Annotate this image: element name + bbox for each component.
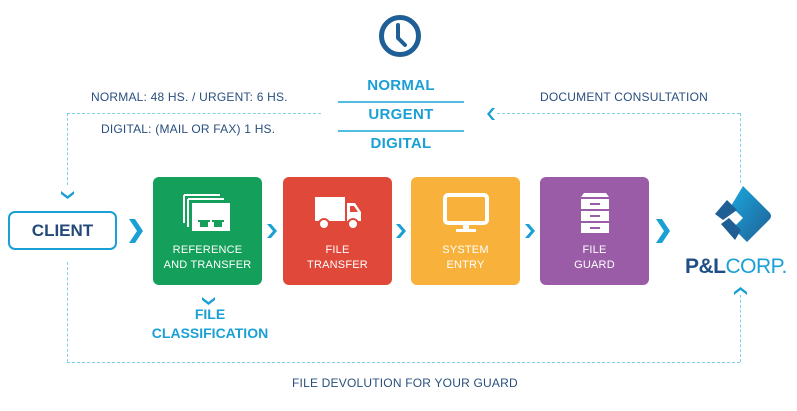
pl-corp-logo-text: P&LCORP. bbox=[685, 255, 787, 279]
step-label: REFERENCE AND TRANSFER bbox=[153, 243, 262, 273]
step-reference-and-transfer: REFERENCE AND TRANSFER bbox=[153, 177, 262, 285]
step-label: SYSTEM ENTRY bbox=[411, 243, 520, 273]
dashed-connector-top-right bbox=[497, 113, 740, 114]
step-label-line: TRANSFER bbox=[307, 259, 368, 271]
step-file-guard: FILE GUARD bbox=[540, 177, 649, 285]
option-normal: NORMAL bbox=[367, 77, 435, 94]
step-label-line: REFERENCE bbox=[172, 244, 243, 256]
client-label: CLIENT bbox=[31, 220, 94, 240]
clock-icon bbox=[378, 14, 422, 58]
classification-line: CLASSIFICATION bbox=[151, 325, 269, 341]
step-label-line: GUARD bbox=[574, 259, 615, 271]
option-urgent: URGENT bbox=[368, 106, 434, 123]
chevron-right-icon bbox=[656, 219, 670, 248]
step-label-line: SYSTEM bbox=[442, 244, 489, 256]
logo-text-pl: P&L bbox=[685, 255, 726, 278]
dashed-connector-left-down bbox=[67, 113, 68, 185]
chevron-right-icon bbox=[525, 224, 535, 243]
truck-icon bbox=[283, 191, 392, 235]
chevron-right-icon bbox=[267, 224, 277, 243]
chevron-left-icon bbox=[487, 107, 496, 126]
step-label-line: ENTRY bbox=[446, 259, 485, 271]
chevron-up-icon bbox=[733, 283, 748, 301]
classification-line: FILE bbox=[194, 306, 226, 322]
divider bbox=[338, 130, 464, 132]
client-box: CLIENT bbox=[8, 211, 117, 250]
times-caption-digital: DIGITAL: (MAIL OR FAX) 1 HS. bbox=[101, 122, 276, 136]
step-label: FILE TRANSFER bbox=[283, 243, 392, 273]
dashed-connector-top-left bbox=[67, 113, 321, 114]
step-label-line: FILE bbox=[582, 244, 607, 256]
devolution-caption: FILE DEVOLUTION FOR YOUR GUARD bbox=[292, 376, 518, 390]
file-cabinet-icon bbox=[540, 191, 649, 235]
file-classification-label: FILE CLASSIFICATION bbox=[140, 305, 280, 343]
step-system-entry: SYSTEM ENTRY bbox=[411, 177, 520, 285]
monitor-icon bbox=[411, 191, 520, 235]
step-label-line: FILE bbox=[325, 244, 350, 256]
chevron-right-icon bbox=[129, 219, 143, 248]
chevron-down-icon bbox=[201, 292, 216, 310]
dashed-connector-bottom-left bbox=[67, 262, 68, 362]
option-digital: DIGITAL bbox=[370, 135, 432, 152]
dashed-connector-bottom bbox=[67, 362, 740, 363]
divider bbox=[338, 101, 464, 103]
consultation-caption: DOCUMENT CONSULTATION bbox=[540, 90, 708, 104]
dashed-connector-right-up bbox=[740, 113, 741, 183]
dashed-connector-bottom-right bbox=[740, 295, 741, 362]
pl-corp-logo-mark bbox=[705, 184, 777, 250]
times-caption-normal-urgent: NORMAL: 48 HS. / URGENT: 6 HS. bbox=[91, 90, 288, 104]
logo-text-corp: CORP. bbox=[725, 255, 788, 278]
chevron-right-icon bbox=[396, 224, 406, 243]
step-label-line: AND TRANSFER bbox=[163, 259, 252, 271]
file-folders-icon bbox=[153, 191, 262, 235]
chevron-down-icon bbox=[60, 186, 75, 204]
step-file-transfer: FILE TRANSFER bbox=[283, 177, 392, 285]
step-label: FILE GUARD bbox=[540, 243, 649, 273]
